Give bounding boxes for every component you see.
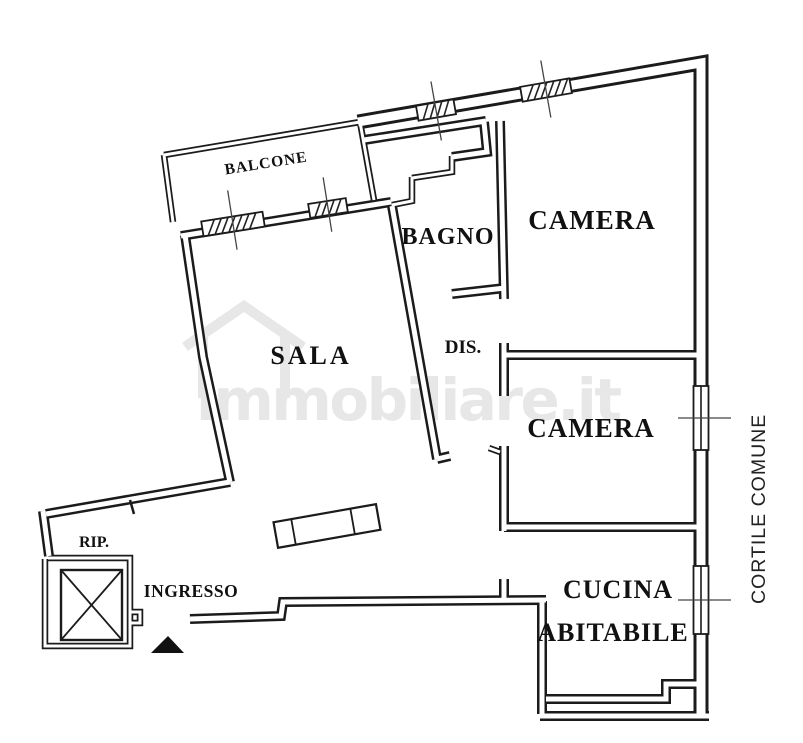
entrance-arrow-icon bbox=[151, 636, 184, 653]
elevator-icon bbox=[59, 568, 124, 642]
room-label-cucina-line1: CUCINA bbox=[563, 575, 673, 604]
rip-door-jamb bbox=[128, 499, 136, 515]
room-label-sala: SALA bbox=[270, 341, 351, 370]
walls-core bbox=[40, 57, 709, 719]
room-label-camera-top: CAMERA bbox=[528, 205, 656, 235]
camera-top-window-icon bbox=[519, 60, 573, 118]
room-label-camera-mid: CAMERA bbox=[527, 413, 655, 443]
cortile-comune-label: CORTILE COMUNE bbox=[748, 414, 770, 604]
camera-mid-window-icon bbox=[678, 385, 731, 451]
sala-window-1-icon bbox=[200, 190, 266, 250]
cucina-window-icon bbox=[678, 565, 731, 635]
room-label-dis: DIS. bbox=[445, 337, 481, 358]
room-label-bagno: BAGNO bbox=[401, 224, 494, 250]
room-label-balcone: BALCONE bbox=[223, 149, 308, 179]
sala-furniture bbox=[272, 502, 382, 550]
watermark: immobiliare.it bbox=[182, 299, 624, 434]
room-label-rip: RIP. bbox=[79, 534, 109, 551]
room-label-cucina-line2: ABITABILE bbox=[537, 618, 689, 647]
bagno-window-icon bbox=[414, 81, 458, 141]
watermark-text: immobiliare.it bbox=[196, 366, 621, 434]
room-label-ingresso: INGRESSO bbox=[144, 581, 238, 601]
sala-window-2-icon bbox=[307, 177, 349, 232]
